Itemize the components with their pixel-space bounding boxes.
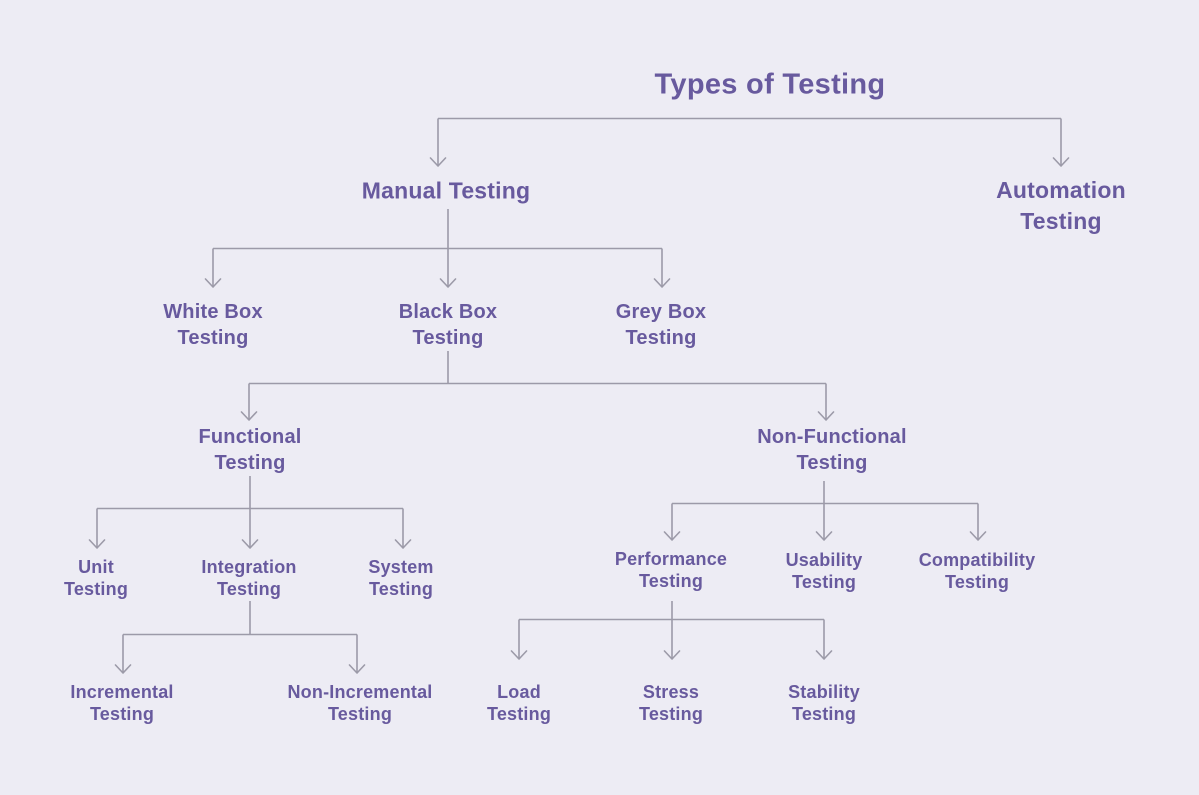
node-load-testing: Load Testing [486, 682, 552, 724]
node-manual-testing: Manual Testing [361, 177, 531, 204]
node-performance-testing: Performance Testing [614, 549, 728, 591]
diagram-title: Types of Testing [654, 68, 886, 101]
node-non-incremental-testing: Non-Incremental Testing [287, 682, 433, 724]
node-functional-testing: Functional Testing [198, 426, 302, 474]
node-black-box-testing: Black Box Testing [398, 301, 498, 349]
node-white-box-testing: White Box Testing [163, 301, 263, 349]
node-non-functional-testing: Non-Functional Testing [757, 426, 907, 474]
node-compatibility-testing: Compatibility Testing [918, 550, 1036, 592]
node-incremental-testing: Incremental Testing [70, 682, 174, 724]
tree-connector-path [96, 117, 1062, 673]
node-stability-testing: Stability Testing [788, 682, 860, 724]
node-integration-testing: Integration Testing [201, 557, 297, 599]
node-unit-testing: Unit Testing [63, 557, 129, 599]
node-stress-testing: Stress Testing [638, 682, 704, 724]
node-grey-box-testing: Grey Box Testing [615, 301, 707, 349]
node-usability-testing: Usability Testing [785, 550, 863, 592]
node-system-testing: System Testing [368, 557, 434, 599]
node-automation-testing: Automation Testing [996, 177, 1126, 234]
arrow-down-icon [88, 157, 1070, 674]
